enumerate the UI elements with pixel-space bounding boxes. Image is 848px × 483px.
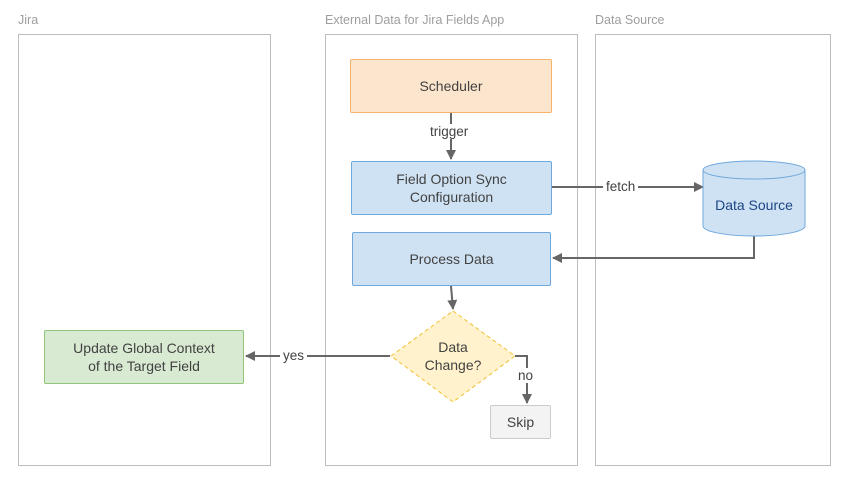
lane-source: [595, 34, 831, 466]
node-data-source-label: Data Source: [715, 197, 793, 213]
edge-label-yes: yes: [280, 348, 308, 363]
node-data-change-label: Data Change?: [413, 338, 493, 374]
node-skip: Skip: [490, 405, 551, 439]
node-skip-label: Skip: [506, 414, 535, 430]
lane-jira: [18, 34, 271, 466]
node-data-change-diamond: [390, 310, 516, 403]
node-data-source-cylinder: [702, 160, 806, 237]
edge-label-fetch: fetch: [603, 179, 639, 194]
node-scheduler: Scheduler: [350, 59, 552, 113]
node-field-option-sync: Field Option Sync Configuration: [351, 161, 552, 215]
node-data-change-label-2: Change?: [424, 357, 482, 373]
node-process-data: Process Data: [352, 232, 551, 286]
node-sync-label-2: Configuration: [409, 189, 494, 205]
lane-title-app: External Data for Jira Fields App: [325, 13, 505, 27]
node-update-label-2: of the Target Field: [88, 358, 200, 374]
node-update-label-1: Update Global Context: [73, 340, 215, 356]
lane-title-source: Data Source: [595, 13, 665, 27]
lane-title-jira: Jira: [18, 13, 39, 27]
node-update-global-context: Update Global Context of the Target Fiel…: [44, 330, 244, 384]
node-scheduler-label: Scheduler: [419, 78, 483, 94]
edge-label-no: no: [515, 368, 537, 383]
node-sync-label-1: Field Option Sync: [396, 171, 507, 187]
node-data-change-label-1: Data: [438, 339, 468, 355]
edge-decision-no: [515, 355, 532, 404]
node-process-data-label: Process Data: [409, 251, 494, 267]
edge-label-trigger: trigger: [427, 124, 472, 139]
edge-datasource-to-process: [552, 235, 755, 263]
edge-process-to-decision: [447, 285, 458, 310]
